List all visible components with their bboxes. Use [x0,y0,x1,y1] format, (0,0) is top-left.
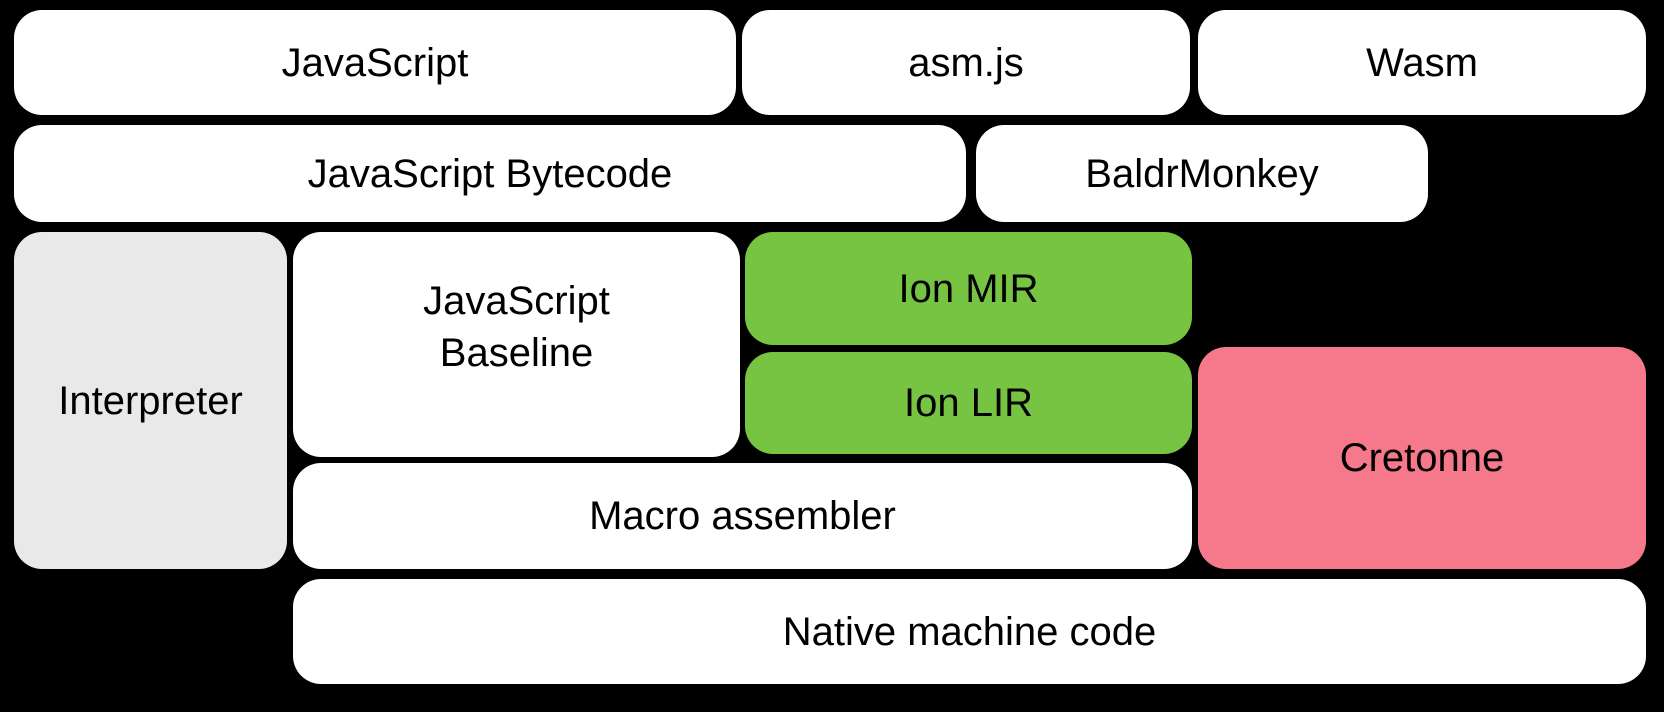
node-macro-assembler: Macro assembler [293,463,1192,569]
node-native-machine-code: Native machine code [293,579,1646,684]
node-interpreter: Interpreter [14,232,287,569]
node-wasm: Wasm [1198,10,1646,115]
node-javascript-bytecode: JavaScript Bytecode [14,125,966,222]
node-ion-mir: Ion MIR [745,232,1192,345]
node-javascript: JavaScript [14,10,736,115]
node-ion-lir: Ion LIR [745,352,1192,454]
node-cretonne: Cretonne [1198,347,1646,569]
javascript-baseline-label: JavaScript Baseline [423,278,610,375]
node-asmjs: asm.js [742,10,1190,115]
node-baldrmonkey: BaldrMonkey [976,125,1428,222]
node-javascript-baseline: JavaScript Baseline [293,232,740,457]
